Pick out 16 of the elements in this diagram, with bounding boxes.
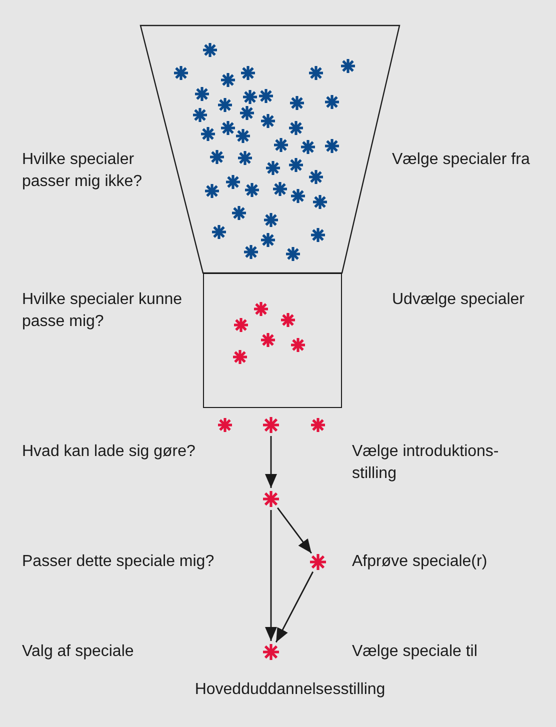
- arrow: [265, 436, 277, 488]
- step-text: Udvælge specialer: [392, 290, 526, 310]
- step-text: Passer dette speciale mig?: [22, 552, 216, 572]
- filter-box: [203, 273, 342, 408]
- step-text: Valg af speciale: [22, 642, 135, 662]
- step-text: Vælge speciale til: [352, 642, 478, 662]
- step-text: Hvilke specialer kunne passe mig?: [22, 290, 184, 332]
- arrow: [275, 571, 314, 643]
- step-text: Hvilke specialer passer mig ikke?: [22, 150, 144, 192]
- caption: Hovedduddannelsesstilling: [194, 680, 386, 700]
- step-text: Hvad kan lade sig gøre?: [22, 442, 196, 462]
- arrow: [277, 507, 312, 554]
- step-text: Vælge specialer fra: [392, 150, 531, 170]
- arrow: [265, 510, 277, 641]
- step-text: Vælge introduktions-stilling: [352, 442, 500, 484]
- step-text: Afprøve speciale(r): [352, 552, 488, 572]
